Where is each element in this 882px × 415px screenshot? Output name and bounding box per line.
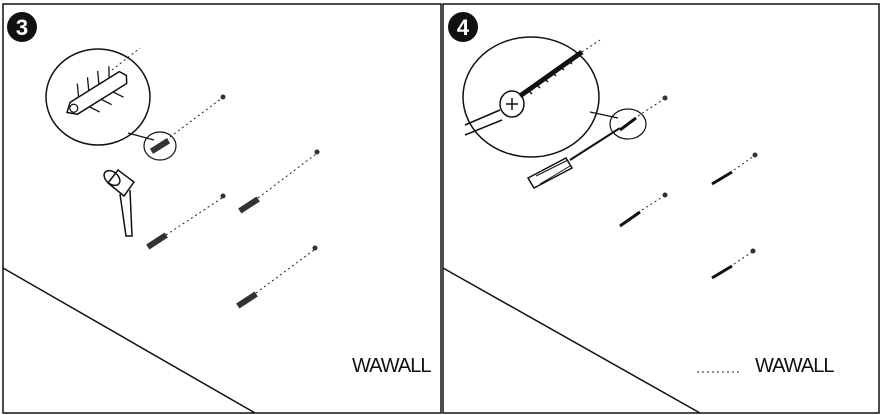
panel-step-3: 3 <box>2 12 432 414</box>
step-3-badge <box>7 12 37 42</box>
screw-icon <box>619 192 668 228</box>
screw-icon <box>711 248 756 280</box>
wall-label: WAWALL <box>352 355 431 377</box>
panel-3-frame <box>2 3 442 414</box>
zoom-connector <box>127 132 155 141</box>
wall-plug-enlarged-icon <box>66 66 128 115</box>
zoom-bubble <box>462 36 600 158</box>
wall-label: WAWALL <box>755 355 834 377</box>
zoom-target-circle <box>609 108 647 140</box>
wall-edge-line <box>442 267 701 414</box>
step-4-number: 4 <box>457 15 470 40</box>
drill-hole <box>220 94 226 100</box>
panel-4-frame <box>442 3 880 414</box>
screw-enlarged-icon <box>499 39 601 118</box>
wall-edge-line <box>2 267 256 414</box>
wall-plug-icon <box>146 193 226 250</box>
hammer-icon <box>103 168 136 237</box>
screw-icon <box>711 152 758 186</box>
step-4-badge <box>448 12 478 42</box>
zoom-bubble <box>45 48 151 146</box>
plug-guide-line <box>111 47 141 71</box>
zoom-target-circle <box>143 131 177 161</box>
step-3-number: 3 <box>16 15 28 40</box>
screw-icon <box>619 95 668 132</box>
panel-step-4: 4 <box>442 12 835 414</box>
wall-plug-icon <box>149 138 171 154</box>
plug-guide-line <box>165 97 223 141</box>
screwdriver-icon <box>526 127 621 189</box>
wall-plug-icon <box>238 149 320 214</box>
wall-plug-icon <box>236 245 318 309</box>
screwdriver-tip-icon <box>464 109 503 136</box>
zoom-connector <box>589 111 619 119</box>
